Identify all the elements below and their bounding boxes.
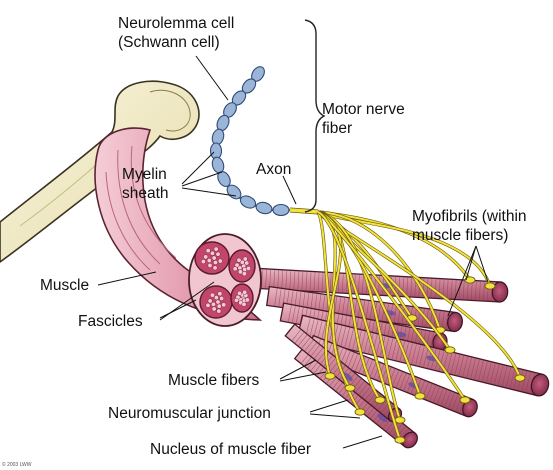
label-myofibrils: Myofibrils (within muscle fibers): [412, 208, 527, 244]
label-myelin-sheath: Myelin sheath: [122, 166, 169, 202]
label-muscle: Muscle: [40, 277, 90, 294]
neuromuscular-junction-ending: [374, 396, 386, 404]
leader-lines: [97, 55, 489, 449]
neuromuscular-junction-ending: [444, 346, 456, 354]
label-motor-nerve-fiber: Motor nerve fiber: [322, 101, 405, 137]
muscle-nucleus: [377, 413, 388, 423]
myofibril-end: [402, 431, 418, 449]
label-fascicles: Fascicles: [78, 313, 143, 330]
neuromuscular-junction-ending: [344, 384, 356, 392]
neuromuscular-junction-ending: [414, 392, 426, 400]
label-muscle-fibers: Muscle fibers: [168, 372, 260, 389]
nerve-branches: [289, 207, 526, 444]
myofibril-end: [491, 281, 509, 303]
neuromuscular-junction-ending: [514, 374, 526, 382]
neuromuscular-junction-ending: [324, 372, 336, 380]
myelin-sheath-chain: [209, 66, 290, 217]
label-neuromuscular-junction: Neuromuscular junction: [108, 405, 271, 422]
neuromuscular-junction-ending: [484, 282, 496, 290]
muscle-nucleus: [342, 372, 353, 381]
motor-nerve-bracket: [304, 19, 326, 213]
muscle-cross-section: [188, 233, 262, 327]
neuromuscular-junction-ending: [354, 408, 366, 416]
copyright-text: © 2003 LWW: [2, 462, 32, 468]
myofibril-end: [462, 398, 478, 418]
neuromuscular-junction-ending: [459, 396, 471, 404]
label-neurolemma-cell: Neurolemma cell (Schwann cell): [118, 15, 235, 51]
neuromuscular-junction-ending: [464, 276, 476, 284]
myofibril-end: [530, 373, 550, 397]
myofibril-end: [447, 311, 463, 333]
label-axon: Axon: [256, 161, 292, 178]
label-nucleus-of-muscle-fiber: Nucleus of muscle fiber: [150, 441, 312, 458]
neuromuscular-junction-ending: [394, 416, 406, 424]
neuromuscular-junction-ending: [394, 436, 406, 444]
muscle-fiber: [296, 314, 550, 397]
